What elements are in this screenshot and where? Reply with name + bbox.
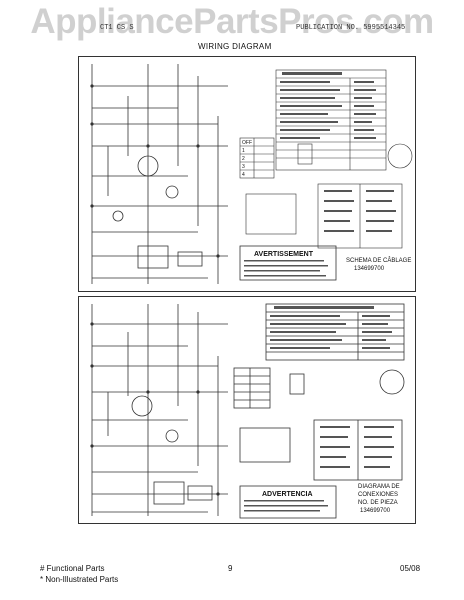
switch-position-label: 2 — [242, 156, 245, 162]
switch-position-label: 4 — [242, 172, 245, 178]
diagram-number: 134699700 — [360, 508, 391, 514]
wiring-diagram-bottom: ADVERTENCIA DIAGRAMA DE CONEXIONES NO. D… — [78, 296, 416, 524]
functional-parts-legend: # Functional Parts — [40, 564, 105, 573]
switch-position-label: OFF — [242, 140, 252, 146]
diagram-label-line2: CONEXIONES — [358, 492, 398, 498]
publication-date: 05/08 — [400, 564, 421, 573]
schema-label: SCHEMA DE CÂBLAGE — [346, 257, 411, 264]
page-number: 9 — [228, 564, 233, 573]
switch-position-label: 1 — [242, 148, 245, 154]
switch-position-label: 3 — [242, 164, 245, 170]
watermark: AppliancePartsPros.com — [30, 2, 434, 41]
diagram-label-line3: NO. DE PIEZA — [358, 500, 398, 506]
warning-title-top: AVERTISSEMENT — [254, 251, 314, 258]
schema-number: 134699700 — [354, 266, 385, 272]
header-left-code: CT1 CS S — [100, 24, 134, 32]
page-title: WIRING DIAGRAM — [198, 42, 272, 51]
warning-title-bottom: ADVERTENCIA — [262, 491, 313, 498]
diagram-label-line1: DIAGRAMA DE — [358, 484, 400, 490]
wiring-diagram-top: AVERTISSEMENT SCHEMA DE CÂBLAGE 13469970… — [78, 56, 416, 292]
publication-number: PUBLICATION NO. 5995514345 — [296, 24, 406, 32]
non-illustrated-parts-legend: * Non-Illustrated Parts — [40, 575, 119, 584]
